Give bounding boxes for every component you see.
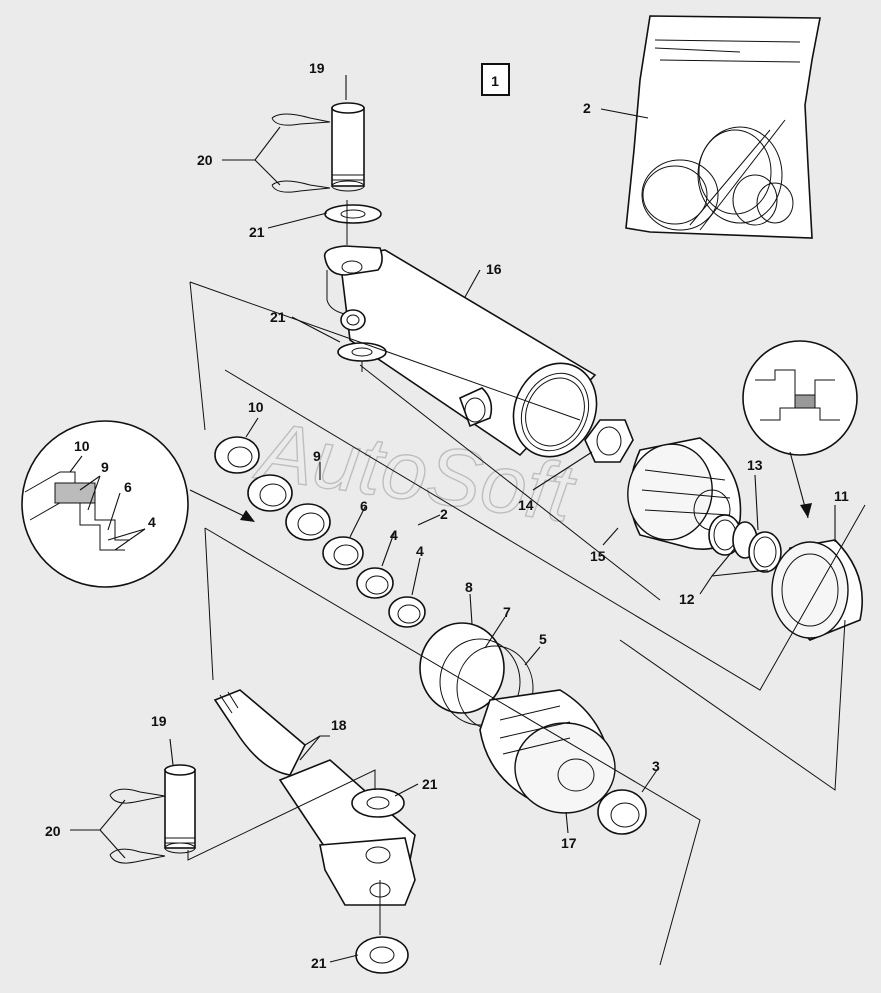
washer-21-mid <box>337 342 387 372</box>
pin-19-bottom <box>164 764 196 854</box>
callout-labels: 2 19 20 21 16 21 10 9 6 2 4 4 8 7 5 14 1… <box>45 60 849 971</box>
seal-rings <box>214 436 426 628</box>
label-19-top: 19 <box>309 60 325 76</box>
label-10-detail: 10 <box>74 438 90 454</box>
label-21-a: 21 <box>249 224 265 240</box>
pin-19-top <box>331 102 365 192</box>
gland-11 <box>771 539 863 641</box>
label-11: 11 <box>834 488 849 504</box>
label-2-seal: 2 <box>440 506 448 522</box>
label-12: 12 <box>679 591 695 607</box>
figure-number-box: 1 <box>481 63 510 96</box>
label-14: 14 <box>518 497 534 513</box>
label-6: 6 <box>360 498 368 514</box>
label-15: 15 <box>590 548 606 564</box>
cylinder-body-16 <box>323 245 598 458</box>
label-20-top: 20 <box>197 152 213 168</box>
label-4-a: 4 <box>390 527 398 543</box>
label-20-bottom: 20 <box>45 823 61 839</box>
label-21-d: 21 <box>311 955 327 971</box>
washer-21-top <box>324 204 382 224</box>
label-21-c: 21 <box>422 776 438 792</box>
seal-kit-bag <box>625 15 821 239</box>
leader-lines <box>69 75 836 963</box>
label-17: 17 <box>561 835 577 851</box>
detail-circle-right <box>742 340 858 519</box>
seals-12-13 <box>708 514 782 573</box>
label-8: 8 <box>465 579 473 595</box>
clips-20-bottom <box>109 788 166 864</box>
nut-14 <box>584 419 634 463</box>
label-7: 7 <box>503 604 511 620</box>
label-10: 10 <box>248 399 264 415</box>
piston-head-17 <box>479 689 616 814</box>
label-9: 9 <box>313 448 321 464</box>
bushing-3 <box>597 789 647 835</box>
label-21-b: 21 <box>270 309 286 325</box>
label-16: 16 <box>486 261 502 277</box>
piston-rod-18 <box>213 689 416 906</box>
label-3: 3 <box>652 758 660 774</box>
figure-number: 1 <box>491 73 499 89</box>
label-6-detail: 6 <box>124 479 132 495</box>
label-bag-2: 2 <box>583 100 591 116</box>
washers-21-bottom <box>351 788 409 974</box>
label-13: 13 <box>747 457 763 473</box>
label-19-bottom: 19 <box>151 713 167 729</box>
piston-seals-8-7-5 <box>419 622 534 731</box>
assembly-lines <box>187 200 866 966</box>
detail-circle-left <box>21 420 255 588</box>
label-4-detail: 4 <box>148 514 156 530</box>
label-9-detail: 9 <box>101 459 109 475</box>
label-18: 18 <box>331 717 347 733</box>
label-4-b: 4 <box>416 543 424 559</box>
clips-20-top <box>271 113 331 193</box>
label-5: 5 <box>539 631 547 647</box>
